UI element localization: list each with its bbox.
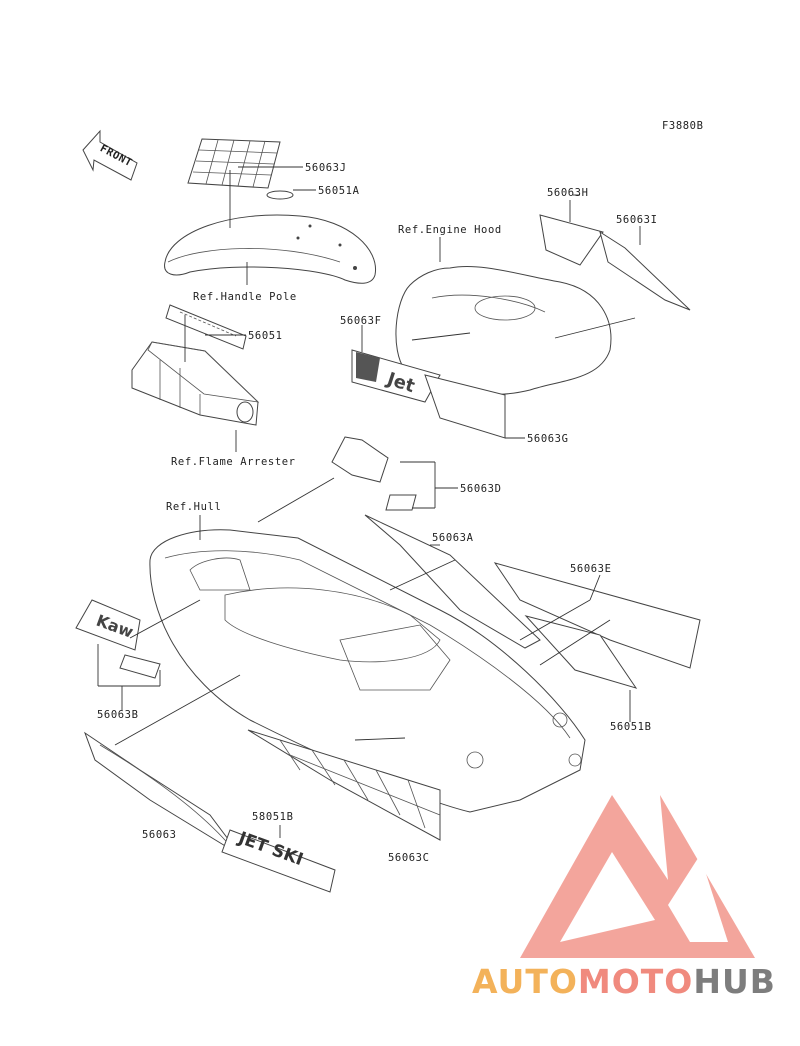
part-labels: 56063J 56051A Ref.Handle Pole 56051 Ref.… (97, 162, 658, 864)
decal-56063H (539, 214, 604, 266)
label-ref-handle-pole: Ref.Handle Pole (193, 291, 297, 303)
label-56063E: 56063E (570, 563, 612, 575)
watermark-text: AUTOMOTOHUB (472, 962, 776, 1001)
label-56051B-right: 56051B (610, 721, 652, 733)
label-56063: 56063 (142, 829, 177, 841)
decal-56063I (599, 230, 691, 311)
flame-arrester-part (131, 341, 260, 426)
label-56063H: 56063H (547, 187, 589, 199)
emblem-58051B: JET SKI (221, 828, 336, 893)
figure-code: F3880B (662, 120, 704, 132)
front-arrow-icon: FRONT (82, 129, 138, 181)
label-ref-flame-arrester: Ref.Flame Arrester (171, 456, 296, 468)
handle-pole-part (164, 214, 377, 284)
watermark-auto: AUTO (472, 962, 578, 1001)
label-56063C: 56063C (388, 852, 430, 864)
hull-part (149, 529, 586, 813)
label-56063B: 56063B (97, 709, 139, 721)
label-ref-engine-hood: Ref.Engine Hood (398, 224, 502, 236)
watermark-logo-icon (520, 795, 755, 958)
label-56063D: 56063D (460, 483, 502, 495)
decal-56051 (165, 304, 247, 350)
label-56051A: 56051A (318, 185, 360, 197)
stripe-56063C (247, 729, 441, 841)
decal-56063B: Kaw (75, 599, 161, 679)
leader-lines (97, 166, 641, 838)
label-56063A: 56063A (432, 532, 474, 544)
engine-hood-part (395, 265, 612, 396)
watermark-moto: MOTO (578, 962, 693, 1001)
decal-56063D (331, 436, 417, 511)
decal-56063F: Jet (351, 349, 441, 403)
label-58051B: 58051B (252, 811, 294, 823)
emblem-56051A (266, 190, 294, 200)
decal-grid-56063J (187, 138, 281, 189)
stripe-56063E (493, 562, 701, 669)
decal-56051B-right (524, 615, 638, 689)
label-56063I: 56063I (616, 214, 658, 226)
label-56063J: 56063J (305, 162, 347, 174)
label-56063F: 56063F (340, 315, 382, 327)
stripe-56063A (364, 514, 541, 649)
label-ref-hull: Ref.Hull (166, 501, 221, 513)
label-56051: 56051 (248, 330, 283, 342)
watermark-hub: HUB (693, 962, 776, 1001)
label-56063G: 56063G (527, 433, 569, 445)
